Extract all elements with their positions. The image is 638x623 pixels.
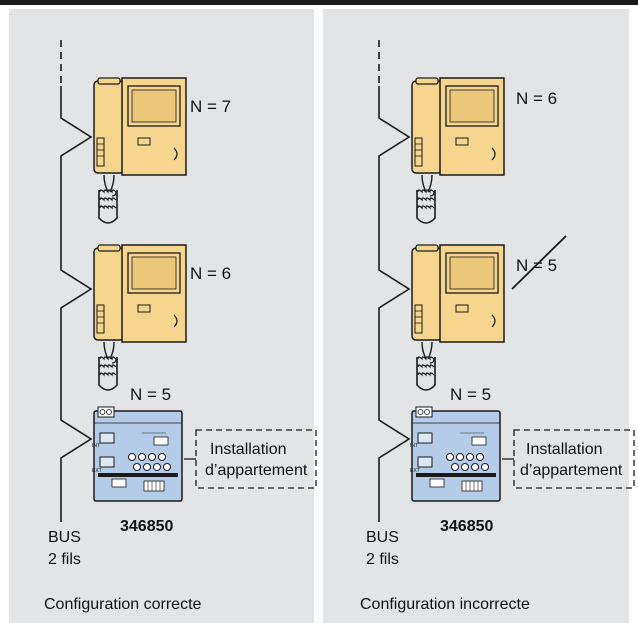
bus-line-right	[378, 40, 411, 522]
caption-correct: Configuration correcte	[44, 596, 202, 613]
module-ext-label: EXT	[410, 468, 420, 474]
interface-module-left	[93, 406, 183, 502]
apartment-install-box-right	[513, 429, 635, 489]
intercom-phone-top-right	[411, 77, 505, 224]
box-line2: d’appartement	[205, 462, 308, 479]
bus-line-left	[60, 40, 93, 522]
top-border	[0, 0, 638, 5]
box-line1: Installation	[210, 441, 287, 458]
product-code: 346850	[440, 518, 493, 535]
module-ext-label: EXT	[92, 468, 102, 474]
bus-label: BUS	[366, 529, 399, 546]
bus-wires-label: 2 fils	[48, 551, 81, 568]
intercom-phone-mid-left	[93, 244, 187, 391]
module-int-label: INT	[92, 443, 100, 449]
bus-label: BUS	[48, 529, 81, 546]
intercom-phone-top-left	[93, 77, 187, 224]
module-label: N = 5	[450, 385, 491, 404]
product-code: 346850	[120, 518, 173, 535]
box-line1: Installation	[526, 441, 603, 458]
box-line2: d’appartement	[520, 462, 623, 479]
caption-incorrect: Configuration incorrecte	[360, 596, 530, 613]
apartment-install-box-left	[195, 429, 317, 489]
intercom-phone-mid-right	[411, 244, 505, 391]
module-int-label: INT	[410, 443, 418, 449]
bus-wires-label: 2 fils	[366, 551, 399, 568]
phone-top-label: N = 7	[190, 97, 231, 116]
module-label: N = 5	[130, 385, 171, 404]
interface-module-right	[411, 406, 501, 502]
phone-mid-label: N = 6	[190, 264, 231, 283]
strike-through-mark	[511, 235, 567, 290]
phone-top-label: N = 6	[516, 89, 557, 108]
